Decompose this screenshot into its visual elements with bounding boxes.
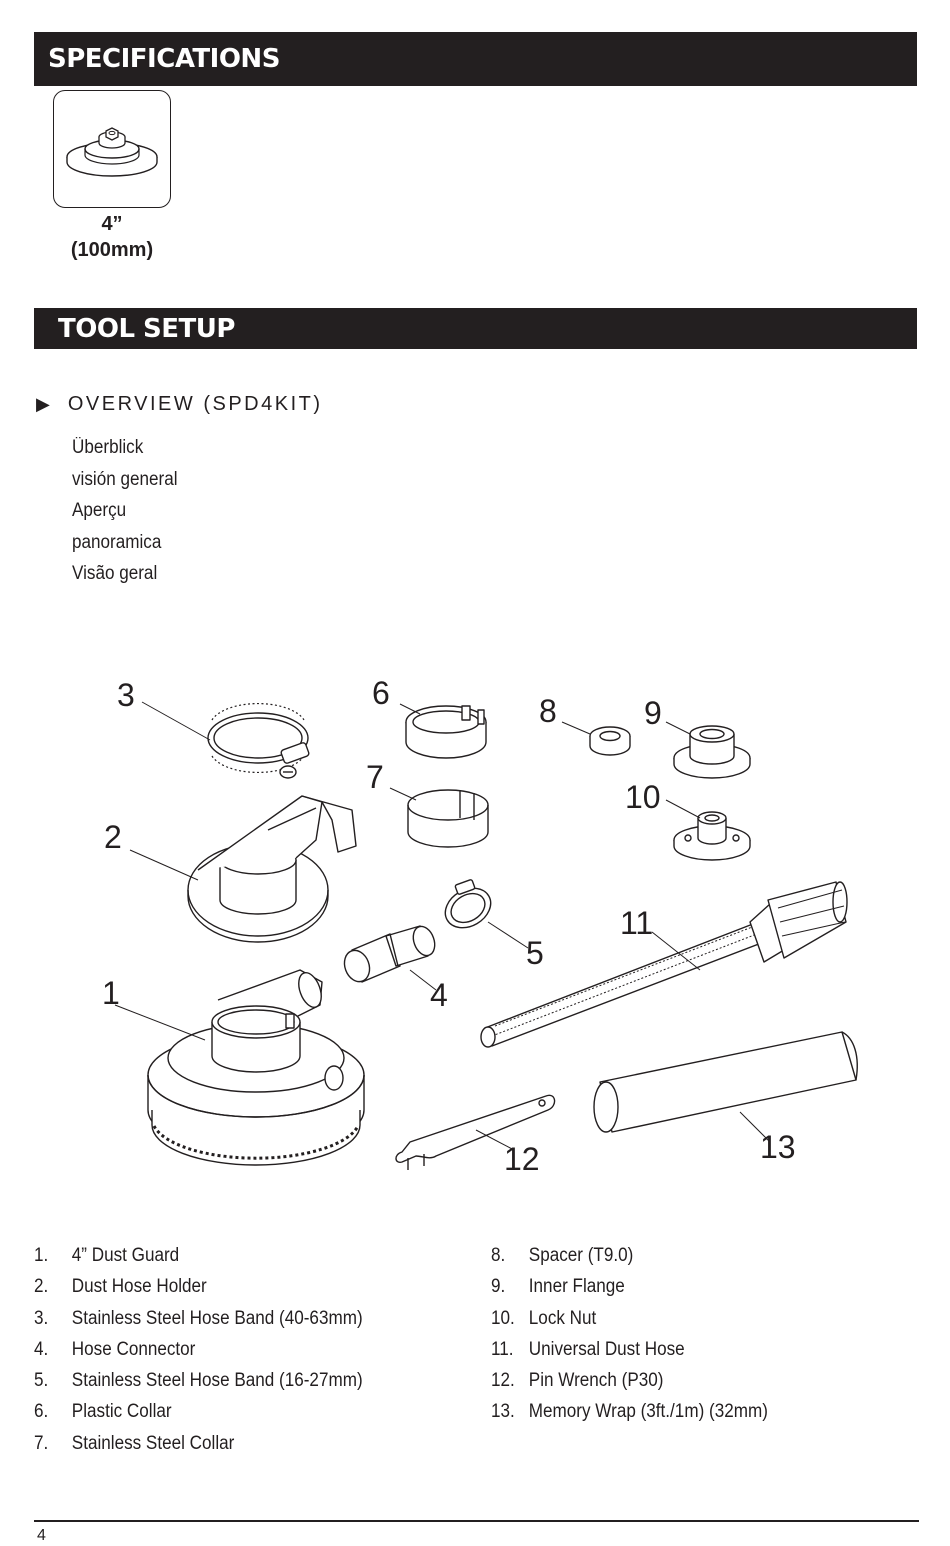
part-number: 1.	[34, 1245, 49, 1266]
overview-heading: ▶ OVERVIEW (SPD4KIT)	[36, 393, 323, 416]
part-number: 11.	[491, 1338, 514, 1360]
list-item: 3. Stainless Steel Hose Band (40-63mm)	[34, 1303, 363, 1334]
specifications-header: SPECIFICATIONS	[34, 32, 917, 86]
part-label: Inner Flange	[528, 1276, 625, 1298]
inner-flange-icon	[673, 725, 751, 779]
list-item: 13. Memory Wrap (3ft./1m) (32mm)	[491, 1396, 768, 1427]
callout-number: 10	[625, 779, 661, 815]
list-item: 11. Universal Dust Hose	[491, 1334, 768, 1365]
dust-hose-holder-icon	[187, 795, 357, 943]
part-number: 3.	[34, 1307, 49, 1329]
translation-item: Überblick	[72, 437, 144, 458]
part-label: Stainless Steel Hose Band (40-63mm)	[71, 1307, 363, 1329]
lock-nut-icon	[673, 811, 751, 861]
list-item: 9. Inner Flange	[491, 1271, 768, 1302]
part-number: 13.	[491, 1401, 515, 1423]
part-number: 6.	[34, 1401, 49, 1423]
memory-wrap-icon	[593, 1031, 858, 1133]
specifications-title: SPECIFICATIONS	[48, 44, 280, 74]
part-label: Spacer (T9.0)	[528, 1245, 634, 1266]
parts-list-left: 1. 4” Dust Guard 2. Dust Hose Holder 3. Sta…	[34, 1240, 399, 1459]
callout-number: 5	[526, 935, 544, 971]
triangle-bullet-icon: ▶	[36, 394, 50, 414]
part-number: 12.	[491, 1370, 515, 1392]
part-number: 2.	[34, 1276, 49, 1298]
dust-guard-large-icon	[147, 969, 365, 1166]
dust-guard-icon	[66, 127, 158, 177]
callout-number: 4	[430, 977, 448, 1013]
list-item: 5. Stainless Steel Hose Band (16-27mm)	[34, 1365, 363, 1396]
list-item: 7. Stainless Steel Collar	[34, 1428, 363, 1459]
footer-divider	[34, 1520, 919, 1522]
part-label: Pin Wrench (P30)	[528, 1370, 664, 1392]
list-item: 12. Pin Wrench (P30)	[491, 1365, 768, 1396]
callout-number: 9	[644, 695, 662, 731]
part-label: 4” Dust Guard	[71, 1245, 180, 1266]
spec-size-inches: 4”	[101, 213, 123, 235]
tool-setup-title: TOOL SETUP	[58, 313, 235, 344]
translation-item: Visão geral	[72, 563, 158, 584]
hose-band-large-icon	[207, 702, 310, 779]
translation-item: panoramica	[72, 531, 162, 553]
callout-number: 6	[372, 675, 390, 711]
overview-title: OVERVIEW (SPD4KIT)	[67, 393, 323, 415]
part-label: Plastic Collar	[71, 1401, 172, 1423]
callout-number: 1	[102, 975, 120, 1011]
part-number: 7.	[34, 1432, 49, 1454]
part-number: 9.	[491, 1276, 506, 1298]
part-label: Lock Nut	[528, 1307, 597, 1329]
callout-number: 3	[117, 677, 135, 713]
list-item: 1. 4” Dust Guard	[34, 1240, 363, 1271]
callout-number: 13	[760, 1129, 796, 1165]
list-item: 2. Dust Hose Holder	[34, 1271, 363, 1302]
spec-size-mm: (100mm)	[70, 239, 154, 261]
parts-list-right: 8. Spacer (T9.0) 9. Inner Flange 10. Lock N…	[491, 1240, 799, 1428]
callout-number: 2	[104, 819, 122, 855]
part-label: Universal Dust Hose	[528, 1338, 685, 1360]
stainless-collar-icon	[407, 789, 489, 848]
part-number: 4.	[34, 1338, 49, 1360]
part-number: 10.	[491, 1307, 515, 1329]
callout-number: 8	[539, 693, 557, 729]
page-number: 4	[37, 1527, 46, 1544]
list-item: 10. Lock Nut	[491, 1303, 768, 1334]
spec-size-label: 4” (100mm)	[53, 211, 171, 263]
callout-number: 7	[366, 759, 384, 795]
translation-item: Aperçu	[72, 500, 127, 521]
spacer-icon	[589, 726, 631, 756]
hose-connector-icon	[343, 925, 436, 983]
callout-number: 12	[504, 1141, 540, 1177]
part-label: Memory Wrap (3ft./1m) (32mm)	[528, 1401, 768, 1423]
hose-band-small-icon	[444, 879, 492, 929]
part-number: 5.	[34, 1370, 49, 1392]
list-item: 8. Spacer (T9.0)	[491, 1240, 768, 1271]
part-label: Stainless Steel Collar	[71, 1432, 235, 1454]
part-label: Stainless Steel Hose Band (16-27mm)	[71, 1370, 363, 1392]
parts-diagram: 3 6 7 8 9 10 2 5 4 11 1 12 13	[102, 675, 858, 1177]
universal-dust-hose-icon	[480, 881, 848, 1048]
overview-translations: Überblick visión general Aperçu panorami…	[72, 432, 189, 590]
tool-setup-header: TOOL SETUP	[34, 308, 917, 349]
list-item: 6. Plastic Collar	[34, 1396, 363, 1427]
part-label: Hose Connector	[71, 1338, 196, 1360]
part-label: Dust Hose Holder	[71, 1276, 207, 1298]
list-item: 4. Hose Connector	[34, 1334, 363, 1365]
pin-wrench-icon	[395, 1094, 556, 1170]
part-number: 8.	[491, 1245, 506, 1266]
callout-number: 11	[620, 905, 653, 941]
spec-size-card	[53, 90, 171, 208]
plastic-collar-icon	[405, 705, 487, 759]
translation-item: visión general	[72, 468, 178, 490]
